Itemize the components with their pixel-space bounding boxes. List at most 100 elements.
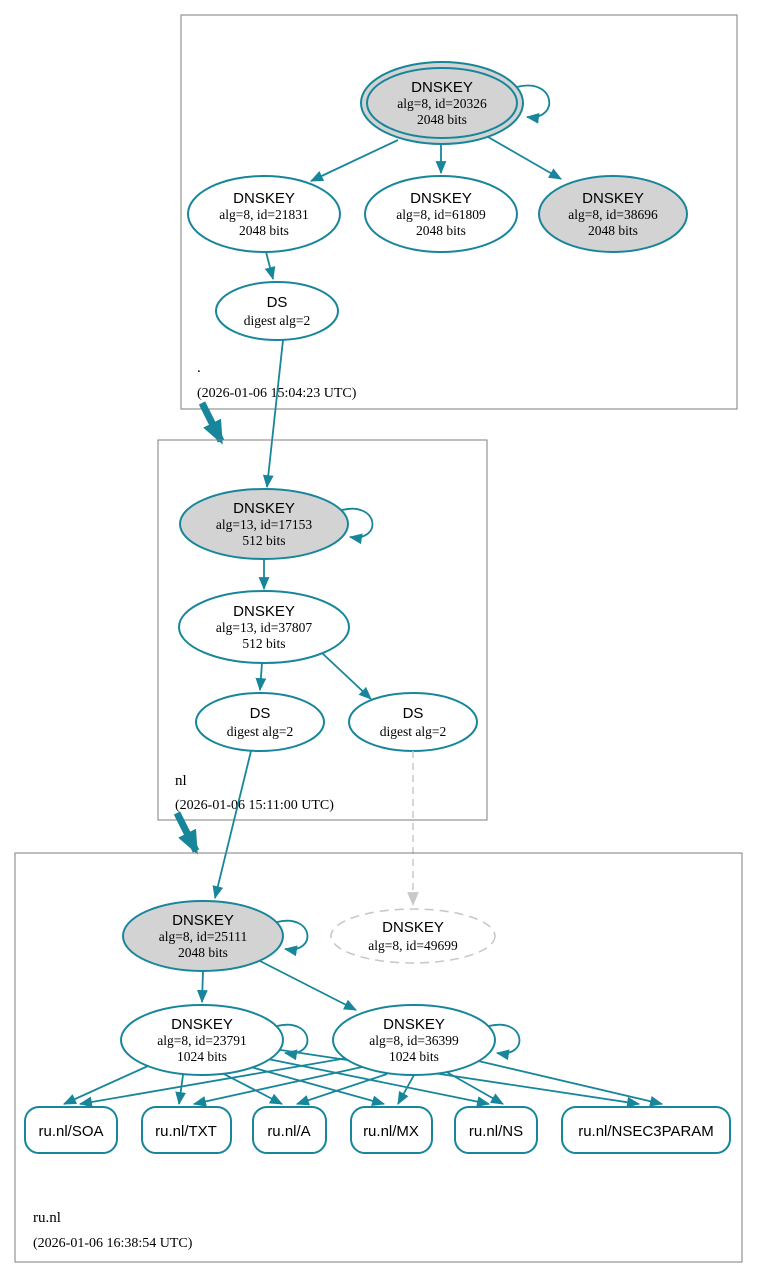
- node-dnskey-25111: DNSKEY alg=8, id=25111 2048 bits: [122, 900, 284, 972]
- edge-36399-a: [295, 1073, 388, 1106]
- selfloop-ksk25111: [276, 919, 309, 957]
- edge-zsk21831-ds: [264, 251, 276, 281]
- delegation-arrow-root-nl: [198, 401, 225, 445]
- edge-23791-nsec3param: [273, 1048, 641, 1108]
- edge-36399-ns: [442, 1069, 504, 1105]
- selfloop-zsk23791: [276, 1023, 309, 1061]
- node-title: DS: [250, 705, 271, 722]
- edge-36399-nsec3param: [473, 1059, 664, 1107]
- rrset-label: ru.nl/SOA: [38, 1123, 103, 1140]
- node-title: DS: [403, 705, 424, 722]
- node-title: DNSKEY: [582, 190, 644, 207]
- edge-23791-soa: [63, 1065, 149, 1105]
- node-dnskey-21831: DNSKEY alg=8, id=21831 2048 bits: [187, 175, 341, 253]
- dnskey-36399-ellipse: [332, 1004, 496, 1076]
- node-dnskey-17153: DNSKEY alg=13, id=17153 512 bits: [179, 488, 349, 560]
- dnskey-49699-ellipse: [330, 908, 496, 964]
- rrset-soa-box: [24, 1106, 118, 1154]
- edge-23791-mx: [246, 1065, 386, 1107]
- node-dnskey-37807: DNSKEY alg=13, id=37807 512 bits: [178, 590, 350, 664]
- edge-nldsleft-runlksk: [212, 750, 252, 900]
- dnskey-21831-ellipse: [187, 175, 341, 253]
- rrset-ns-box: [454, 1106, 538, 1154]
- edge-rootds-nlksk: [262, 339, 284, 489]
- zone-timestamp-runl: (2026-01-06 16:38:54 UTC): [33, 1236, 193, 1251]
- ds-nl-right-ellipse: [348, 692, 478, 752]
- node-ds-nl-right: DS digest alg=2: [348, 692, 478, 752]
- dnskey-17153-ellipse: [179, 488, 349, 560]
- dnskey-25111-ellipse: [122, 900, 284, 972]
- node-title: DNSKEY: [233, 500, 295, 517]
- node-bits: 2048 bits: [588, 223, 638, 238]
- node-detail: alg=8, id=23791: [157, 1033, 246, 1048]
- rrset-label: ru.nl/A: [267, 1123, 310, 1140]
- edge-36399-mx: [397, 1074, 415, 1105]
- selfloop-zsk36399: [488, 1023, 521, 1061]
- node-title: DNSKEY: [171, 1016, 233, 1033]
- node-title: DNSKEY: [383, 1016, 445, 1033]
- rrset-label: ru.nl/TXT: [155, 1123, 217, 1140]
- selfloop-ksk20326: [516, 84, 551, 124]
- edge-ksk20326-zsk38696: [487, 136, 562, 180]
- node-detail: alg=8, id=38696: [568, 207, 658, 222]
- dnskey-38696-ellipse: [538, 175, 688, 253]
- rrset-soa: ru.nl/SOA: [24, 1106, 118, 1154]
- node-detail: alg=8, id=25111: [159, 929, 247, 944]
- zone-runl: ru.nl (2026-01-06 16:38:54 UTC) DNSKEY a…: [14, 852, 743, 1263]
- zone-root: . (2026-01-06 15:04:23 UTC) DNSKEY alg=8…: [180, 14, 738, 410]
- rrset-a-box: [252, 1106, 327, 1154]
- node-detail: alg=13, id=17153: [216, 517, 312, 532]
- edge-36399-txt: [192, 1066, 363, 1107]
- rrset-a: ru.nl/A: [252, 1106, 327, 1154]
- node-ds-nl-left: DS digest alg=2: [195, 692, 325, 752]
- node-detail: digest alg=2: [244, 313, 310, 328]
- edge-36399-soa: [78, 1057, 348, 1108]
- node-detail: alg=13, id=37807: [216, 620, 312, 635]
- node-detail: alg=8, id=36399: [369, 1033, 459, 1048]
- edge-zsk37807-dsleft: [255, 662, 267, 692]
- node-dnskey-23791: DNSKEY alg=8, id=23791 1024 bits: [120, 1004, 284, 1076]
- edge-zsk37807-dsright: [321, 652, 372, 700]
- rrset-ns: ru.nl/NS: [454, 1106, 538, 1154]
- rrset-txt-box: [141, 1106, 232, 1154]
- edge-ksk25111-zsk23791: [196, 970, 208, 1004]
- node-bits: 2048 bits: [239, 223, 289, 238]
- node-title: DNSKEY: [233, 190, 295, 207]
- rrset-nsec3param: ru.nl/NSEC3PARAM: [561, 1106, 731, 1154]
- node-dnskey-38696: DNSKEY alg=8, id=38696 2048 bits: [538, 175, 688, 253]
- node-ds-root: DS digest alg=2: [215, 281, 339, 341]
- dnskey-23791-ellipse: [120, 1004, 284, 1076]
- delegation-arrow-nl-runl: [173, 811, 200, 855]
- dnskey-20326-outer-ellipse: [360, 61, 524, 145]
- node-bits: 512 bits: [242, 533, 285, 548]
- node-bits: 2048 bits: [416, 223, 466, 238]
- node-bits: 2048 bits: [417, 112, 467, 127]
- node-title: DNSKEY: [382, 919, 444, 936]
- node-detail: alg=8, id=49699: [368, 938, 458, 953]
- zone-name-runl: ru.nl: [33, 1210, 61, 1226]
- selfloop-ksk17153: [341, 507, 374, 545]
- node-detail: alg=8, id=20326: [397, 96, 487, 111]
- node-title: DS: [267, 294, 288, 311]
- node-bits: 2048 bits: [178, 945, 228, 960]
- node-dnskey-36399: DNSKEY alg=8, id=36399 1024 bits: [332, 1004, 496, 1076]
- zone-nl: nl (2026-01-06 15:11:00 UTC) DNSKEY alg=…: [157, 439, 488, 821]
- edge-23791-txt: [175, 1074, 186, 1106]
- dnskey-37807-ellipse: [178, 590, 350, 664]
- node-title: DNSKEY: [410, 190, 472, 207]
- rrset-label: ru.nl/MX: [363, 1123, 419, 1140]
- rrset-label: ru.nl/NS: [469, 1123, 523, 1140]
- zone-box-root: [180, 14, 738, 410]
- node-title: DNSKEY: [233, 603, 295, 620]
- rrset-label: ru.nl/NSEC3PARAM: [578, 1123, 714, 1140]
- node-dnskey-61809: DNSKEY alg=8, id=61809 2048 bits: [364, 175, 518, 253]
- rrset-mx: ru.nl/MX: [350, 1106, 433, 1154]
- rrset-txt: ru.nl/TXT: [141, 1106, 232, 1154]
- node-bits: 1024 bits: [177, 1049, 227, 1064]
- ds-nl-left-ellipse: [195, 692, 325, 752]
- ds-root-ellipse: [215, 281, 339, 341]
- node-detail: digest alg=2: [380, 724, 446, 739]
- zone-name-root: .: [197, 360, 201, 376]
- node-bits: 1024 bits: [389, 1049, 439, 1064]
